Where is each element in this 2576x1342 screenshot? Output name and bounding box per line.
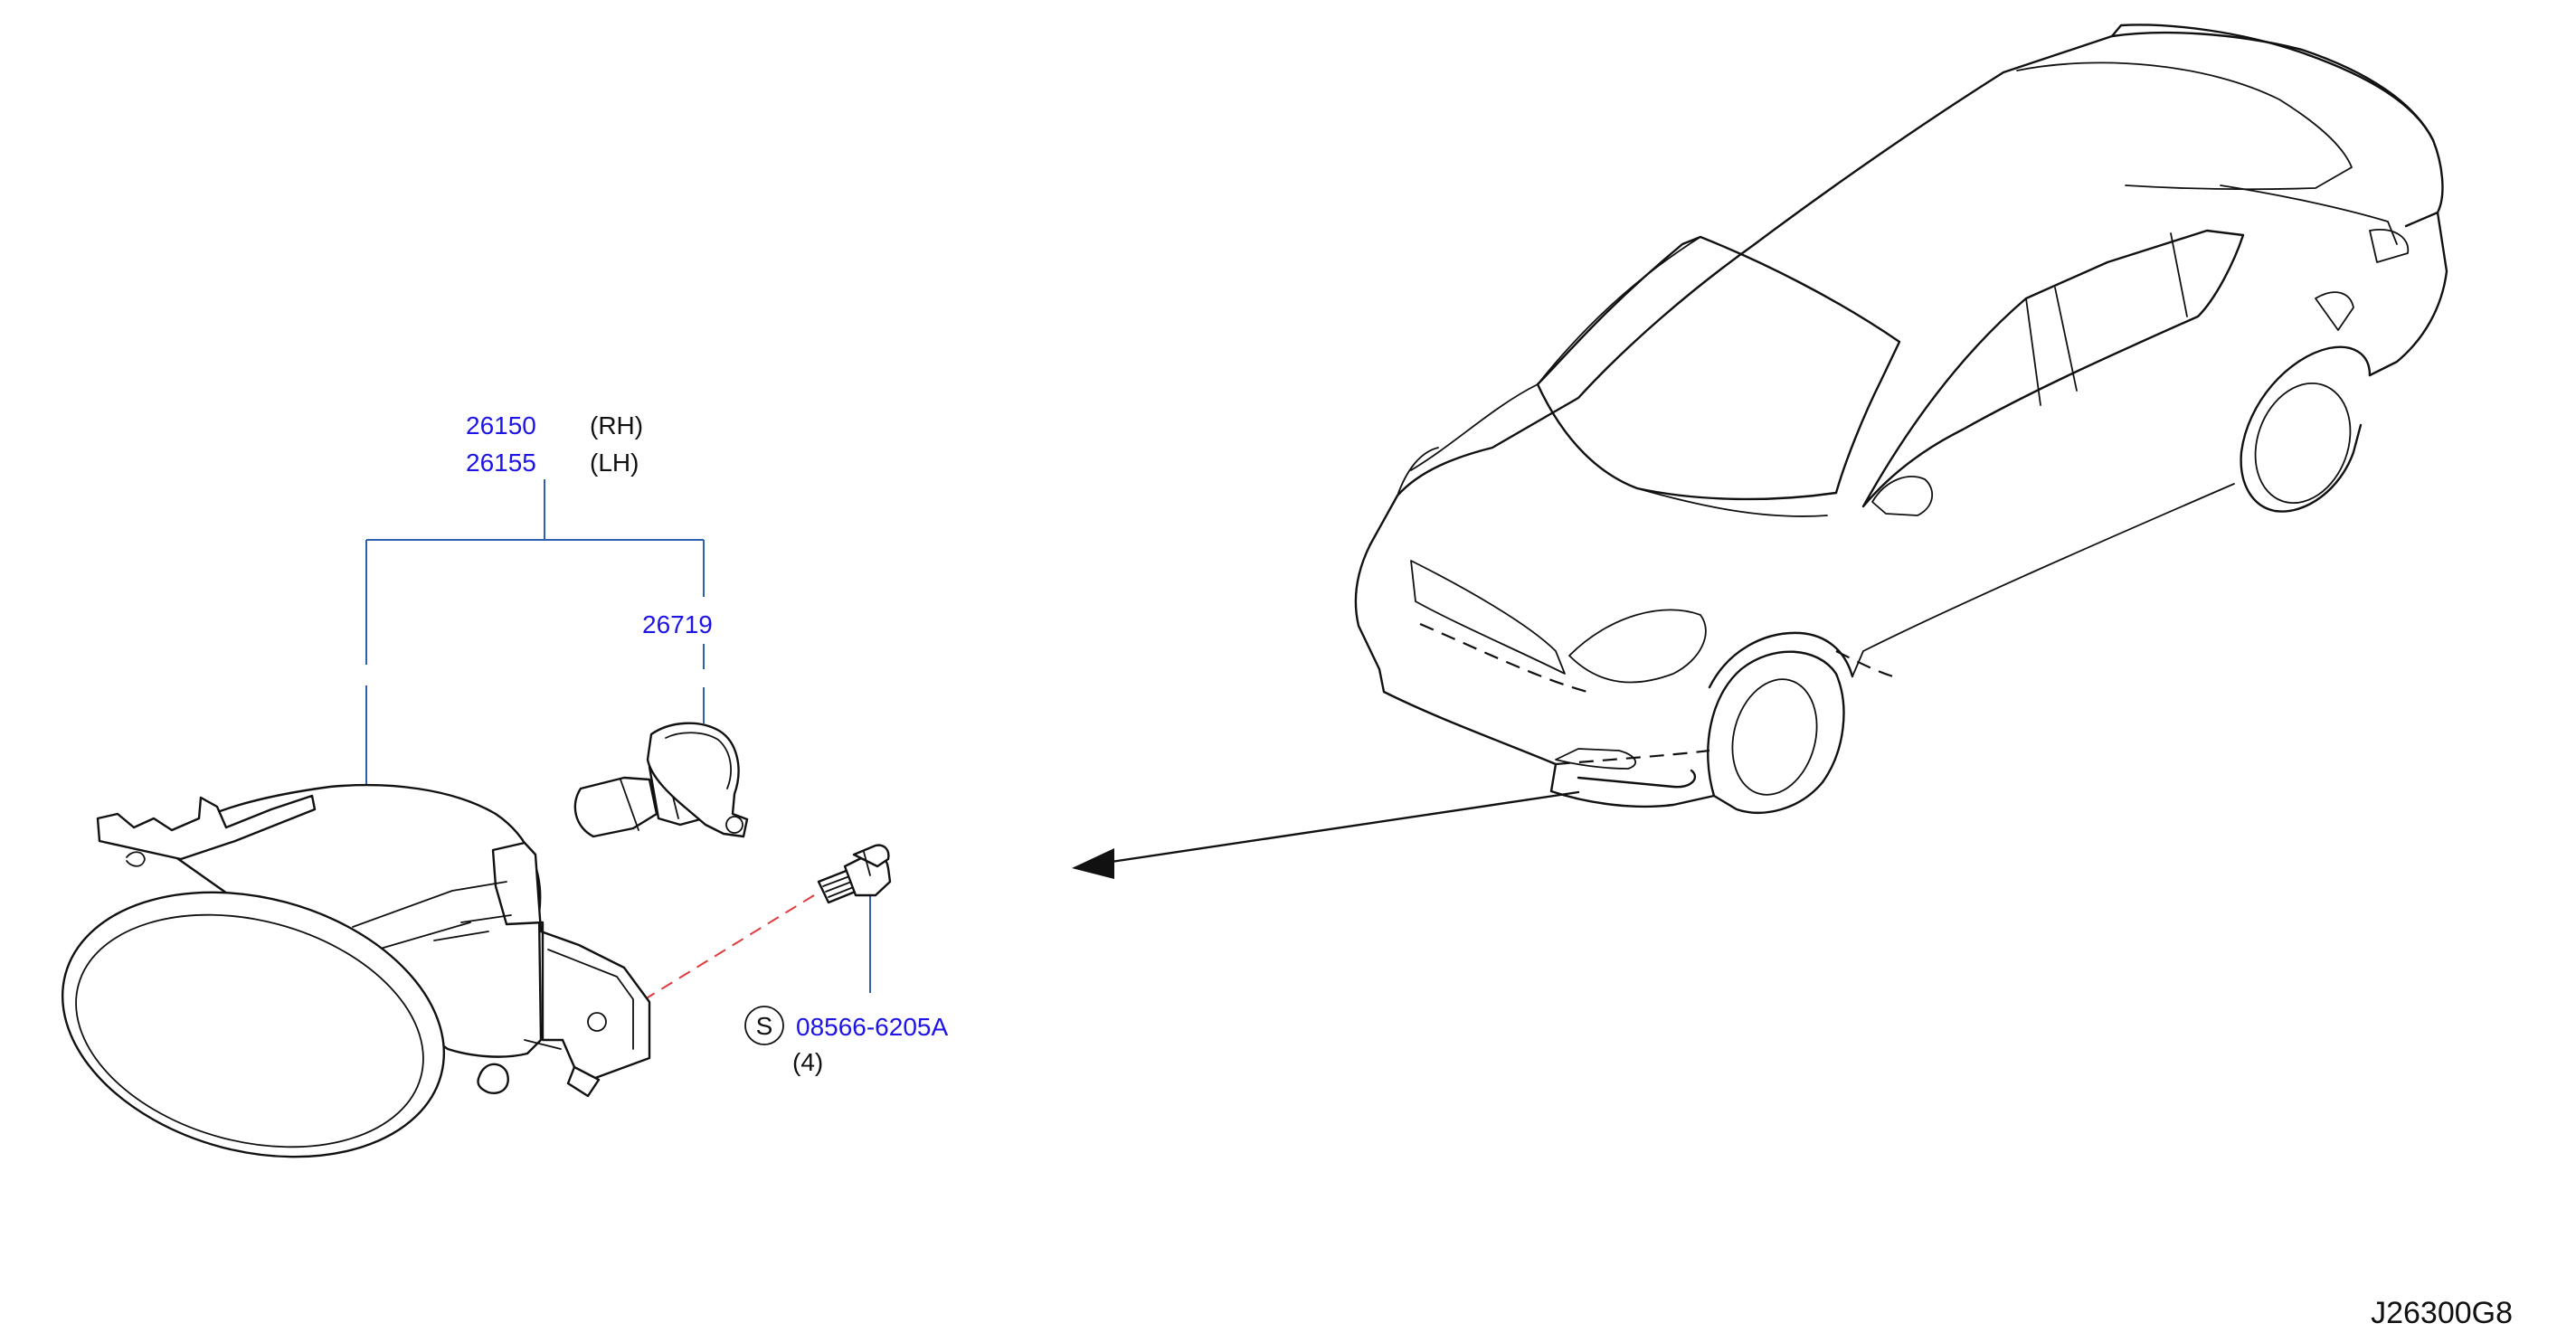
part-number-08566-6205A[interactable]: 08566-6205A: [796, 1013, 948, 1041]
fog-lamp-illustration: [61, 783, 651, 1158]
part-number-26155[interactable]: 26155: [466, 449, 536, 477]
screw-symbol-letter: S: [756, 1012, 773, 1040]
side-label-rh: (RH): [590, 411, 643, 439]
bulb-illustration: [573, 722, 749, 838]
part-number-26719[interactable]: 26719: [642, 610, 713, 638]
side-label-lh: (LH): [590, 449, 639, 477]
car-illustration: [1354, 24, 2448, 814]
leader-lines: [365, 479, 871, 1003]
screw-symbol: S: [744, 1006, 784, 1045]
screw-quantity: (4): [792, 1048, 823, 1076]
screw-illustration: [817, 844, 892, 904]
part-number-26150[interactable]: 26150: [466, 411, 536, 439]
arrow-left-icon: [1072, 790, 1580, 879]
drawing-code: J26300G8: [2371, 1296, 2513, 1330]
